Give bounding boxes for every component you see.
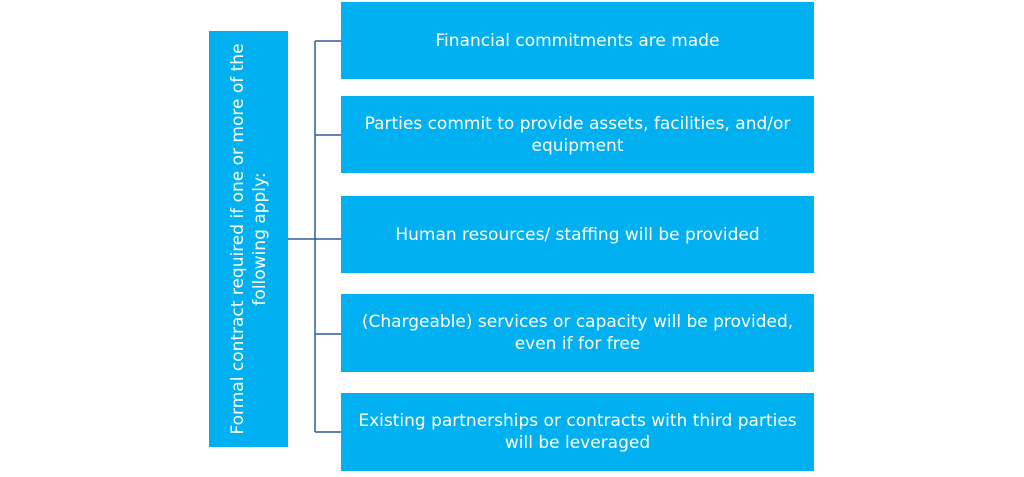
root-node: Formal contract required if one or more …: [209, 31, 288, 447]
condition-label-3: Human resources/ staffing will be provid…: [395, 224, 760, 245]
condition-box-1: Financial commitments are made: [341, 2, 814, 79]
condition-box-5: Existing partnerships or contracts with …: [341, 393, 814, 471]
condition-label-4: (Chargeable) services or capacity will b…: [361, 312, 794, 354]
condition-label-1: Financial commitments are made: [435, 30, 720, 51]
condition-box-3: Human resources/ staffing will be provid…: [341, 196, 814, 273]
condition-label-2: Parties commit to provide assets, facili…: [364, 113, 791, 156]
condition-label-5: Existing partnerships or contracts with …: [358, 411, 797, 453]
condition-box-4: (Chargeable) services or capacity will b…: [341, 294, 814, 372]
condition-box-2: Parties commit to provide assets, facili…: [341, 96, 814, 173]
